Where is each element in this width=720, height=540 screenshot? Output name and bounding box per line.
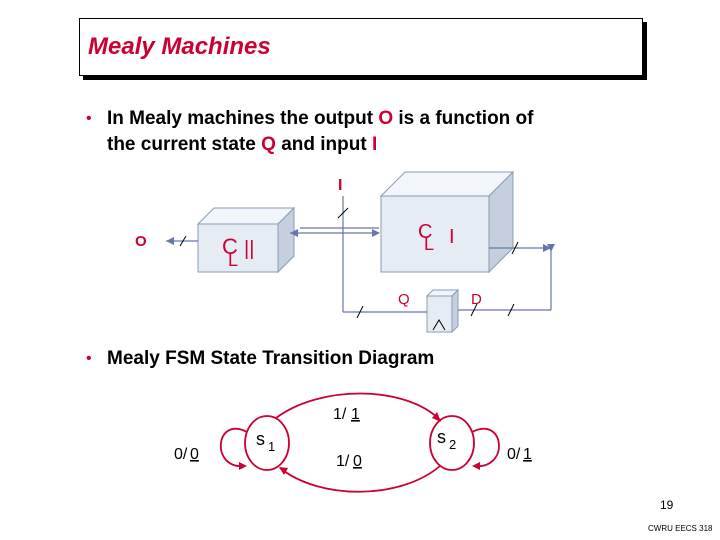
next-state-logic-suffix: I xyxy=(449,226,455,248)
state-s2-subscript: 2 xyxy=(449,437,456,452)
slide-title: Mealy Machines xyxy=(88,33,271,60)
bus-slashes xyxy=(179,207,519,319)
state-s1-subscript: 1 xyxy=(268,439,275,454)
label-top-output: 1 xyxy=(351,406,360,423)
q-label: Q xyxy=(398,291,410,308)
wires xyxy=(166,196,552,313)
transition-s2-to-s1 xyxy=(279,465,441,493)
output-logic-sub: L xyxy=(228,250,238,270)
next-state-logic-block xyxy=(379,170,515,274)
label-self-s2-output: 1 xyxy=(523,446,532,463)
input-symbol: I xyxy=(371,134,378,155)
output-symbol: O xyxy=(378,108,394,129)
state-symbol: Q xyxy=(261,134,276,155)
bullet-1-line2-part1: the current state xyxy=(107,134,262,155)
self-loop-s1 xyxy=(219,427,248,467)
input-label: I xyxy=(338,177,342,194)
label-top-input: 1/ xyxy=(333,406,347,423)
state-s1-label: s xyxy=(256,429,265,449)
title-box: Mealy Machines xyxy=(79,18,643,76)
bullet-2-text: Mealy FSM State Transition Diagram xyxy=(107,348,435,369)
arrow-s1-to-s2 xyxy=(432,412,441,422)
label-bottom-input: 1/ xyxy=(336,453,350,470)
transition-s1-to-s2 xyxy=(275,392,441,421)
output-logic-suffix: || xyxy=(244,238,254,260)
bullet-1-text: In Mealy machines the output O is a func… xyxy=(107,106,534,158)
state-s2-node xyxy=(429,415,475,471)
output-logic-block xyxy=(196,206,296,274)
arrow-self-s1 xyxy=(239,462,247,470)
footer-course: CWRU EECS 318 xyxy=(648,524,713,533)
bullet-1-line2-part2: and input xyxy=(275,134,372,155)
next-state-logic-sub: L xyxy=(424,234,434,254)
arrow-s2-to-s1 xyxy=(279,467,288,475)
arrowheads xyxy=(166,229,555,252)
page-number: 19 xyxy=(660,498,674,512)
bullet-marker-2: • xyxy=(86,350,92,367)
next-state-logic-label: C xyxy=(418,221,432,243)
bullet-marker-1: • xyxy=(86,110,92,127)
d-label: D xyxy=(471,291,482,308)
bullet-1-part1: In Mealy machines the output xyxy=(107,108,379,129)
label-self-s2-input: 0/ xyxy=(507,446,521,463)
state-register-block xyxy=(425,288,460,334)
arrow-self-s2 xyxy=(472,462,480,470)
state-s2-label: s xyxy=(437,427,446,447)
output-label: O xyxy=(135,233,147,250)
label-self-s1-output: 0 xyxy=(190,446,199,463)
bullet-1-part2: is a function of xyxy=(393,108,534,129)
self-loop-s2 xyxy=(471,427,500,467)
output-logic-label: C xyxy=(222,234,238,259)
label-self-s1-input: 0/ xyxy=(174,446,188,463)
label-bottom-output: 0 xyxy=(353,453,362,470)
state-s1-node xyxy=(244,415,290,471)
